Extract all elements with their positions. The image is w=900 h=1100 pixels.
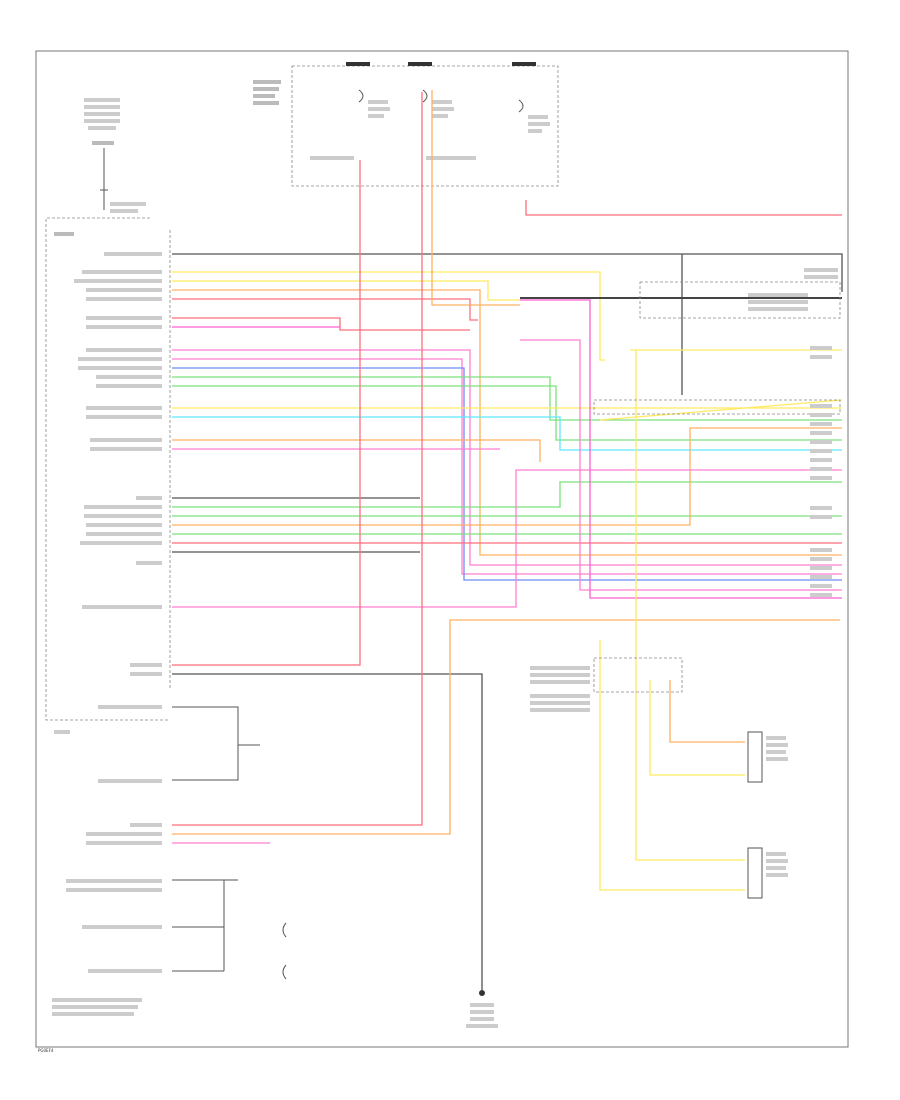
wire-runs [172,90,843,990]
diagram-frame [35,50,849,1048]
fuse-block [253,62,559,187]
left-pin-labels [52,252,162,1016]
right-connectors [593,281,841,899]
radio-module [45,217,171,721]
diagram-code: PG0EF4 [38,1048,54,1053]
ground-icon [466,990,498,1028]
right-pin-labels [530,268,838,877]
switch-runs [172,297,842,980]
antenna-block [84,98,146,213]
